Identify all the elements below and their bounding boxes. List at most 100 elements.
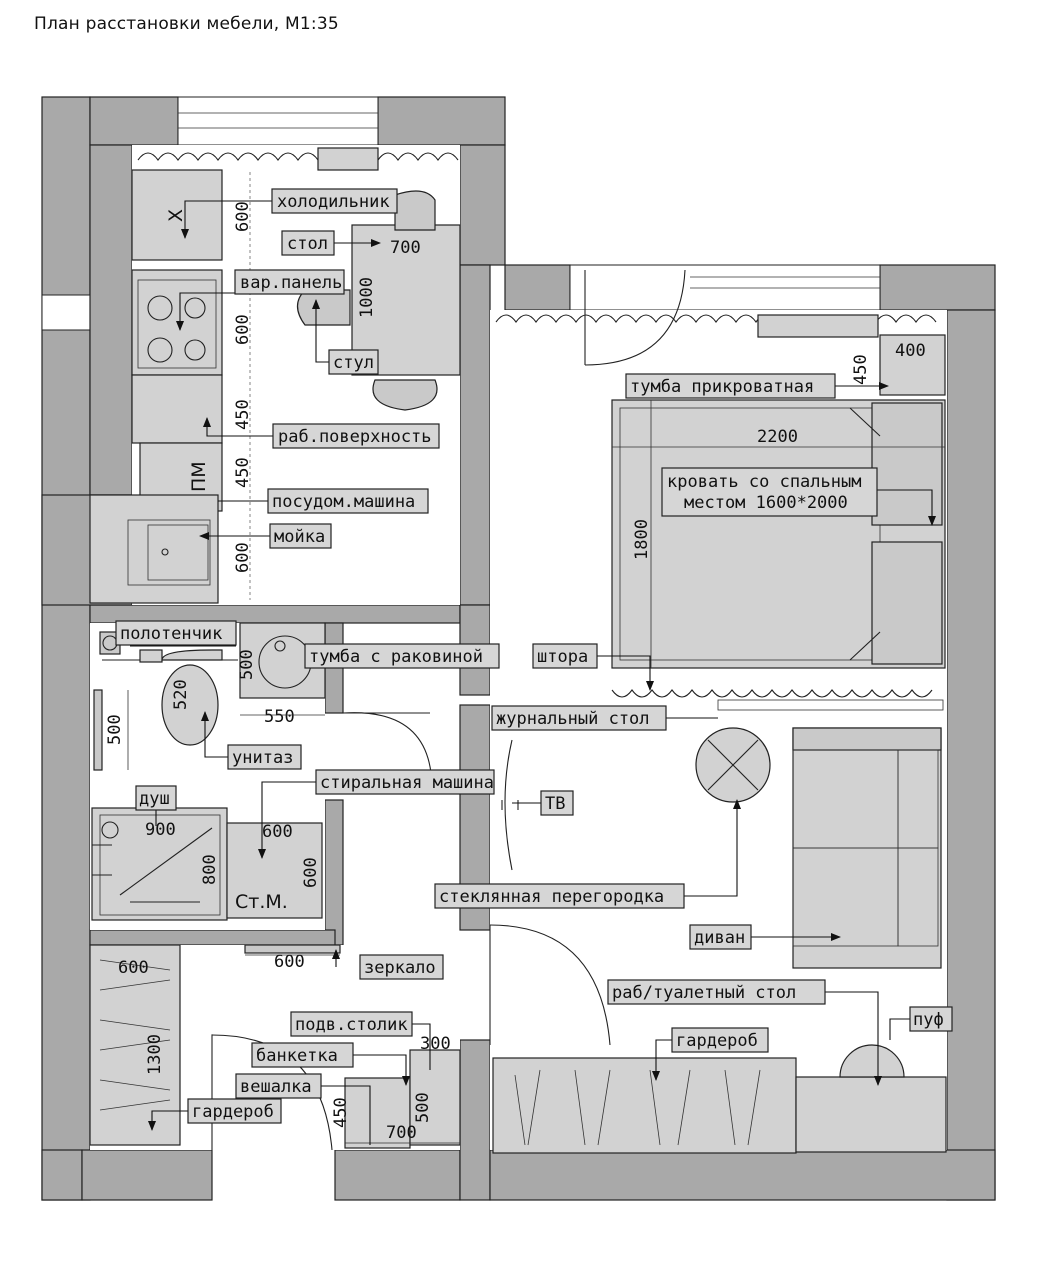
sink-unit <box>89 494 219 604</box>
dim-600-wm-side: 600 <box>301 857 321 888</box>
dim-1800: 1800 <box>632 519 652 560</box>
label-var-panel: вар.панель <box>234 269 345 295</box>
svg-text:раб/туалетный стол: раб/туалетный стол <box>612 983 796 1003</box>
fridge <box>131 169 223 261</box>
shower <box>91 807 228 921</box>
dim-600-mirror: 600 <box>274 952 305 972</box>
svg-text:журнальный стол: журнальный стол <box>496 709 650 729</box>
console-table <box>409 1049 461 1146</box>
dim-520: 520 <box>171 679 191 710</box>
label-garderob-left: гардероб <box>187 1098 282 1124</box>
bathroom: Ст.М. <box>91 622 432 954</box>
svg-text:стиральная машина: стиральная машина <box>320 773 494 793</box>
svg-text:тумба прикроватная: тумба прикроватная <box>630 377 814 397</box>
label-divan: диван <box>689 924 752 950</box>
label-dush: душ <box>135 785 177 811</box>
svg-text:кровать со спальным: кровать со спальным <box>667 472 861 492</box>
desk <box>795 1076 947 1153</box>
dim-600-wm-top: 600 <box>262 822 293 842</box>
dim-550: 550 <box>264 707 295 727</box>
dim-450b: 450 <box>233 457 253 488</box>
label-polotenchik: полотенчик <box>115 620 237 646</box>
label-rab-poverhnost: раб.поверхность <box>272 423 440 449</box>
dim-400: 400 <box>895 341 926 361</box>
svg-text:душ: душ <box>139 789 170 809</box>
kitchen: Х ПМ <box>89 169 461 604</box>
bench <box>344 1077 411 1149</box>
dim-500-ban: 500 <box>413 1092 433 1123</box>
label-stol: стол <box>281 230 335 256</box>
svg-text:мойка: мойка <box>274 527 325 547</box>
svg-text:местом 1600*2000: местом 1600*2000 <box>684 493 848 513</box>
svg-text:диван: диван <box>694 928 745 948</box>
dim-700: 700 <box>390 238 421 258</box>
label-krovat: кровать со спальным местом 1600*2000 <box>661 467 878 517</box>
svg-text:гардероб: гардероб <box>192 1102 274 1122</box>
dim-900: 900 <box>145 820 176 840</box>
label-stul: стул <box>328 349 379 375</box>
label-stiralnaya: стиральная машина <box>315 769 495 795</box>
plan-title: План расстановки мебели, М1:35 <box>34 14 339 34</box>
svg-text:тумба с раковиной: тумба с раковиной <box>309 647 483 667</box>
dim-600-ward: 600 <box>118 958 149 978</box>
label-holodilnik: холодильник <box>271 188 398 214</box>
label-tumba-prikrovatnaya: тумба прикроватная <box>625 373 836 399</box>
svg-text:подв.столик: подв.столик <box>295 1015 408 1035</box>
label-moika: мойка <box>269 523 332 549</box>
svg-text:унитаз: унитаз <box>232 748 293 768</box>
svg-text:гардероб: гардероб <box>676 1031 758 1051</box>
label-zhurnalny-stol: журнальный стол <box>491 705 667 731</box>
svg-text:раб.поверхность: раб.поверхность <box>278 427 432 447</box>
dim-600b: 600 <box>233 314 253 345</box>
dim-1000: 1000 <box>357 277 377 318</box>
dim-600a: 600 <box>233 201 253 232</box>
label-shtora: штора <box>532 643 598 669</box>
svg-text:банкетка: банкетка <box>256 1046 338 1066</box>
svg-text:стол: стол <box>287 234 328 254</box>
dim-2200: 2200 <box>757 427 798 447</box>
labels: холодильник стол вар.панель стул раб.пов… <box>115 188 953 1124</box>
label-puf: пуф <box>909 1006 953 1032</box>
fridge-mark: Х <box>165 209 187 222</box>
hall <box>89 924 611 1151</box>
svg-text:стеклянная перегородка: стеклянная перегородка <box>439 887 664 907</box>
leaders <box>130 200 936 1145</box>
dimensions: 600 600 450 450 600 700 1000 500 550 520… <box>105 201 945 1144</box>
washer-mark: Ст.М. <box>235 891 288 913</box>
dim-1300: 1300 <box>145 1034 165 1075</box>
svg-text:полотенчик: полотенчик <box>120 624 222 644</box>
label-veshalka: вешалка <box>235 1073 322 1099</box>
dim-500-sink: 500 <box>237 649 257 680</box>
label-podv-stolik: подв.столик <box>290 1011 413 1037</box>
wardrobe-right <box>492 1057 797 1154</box>
label-zerkalo: зеркало <box>359 954 444 980</box>
dim-600c: 600 <box>233 542 253 573</box>
label-tumba-rakovina: тумба с раковиной <box>304 643 500 669</box>
dim-500-towel: 500 <box>105 714 125 745</box>
svg-text:пуф: пуф <box>913 1010 944 1030</box>
label-posudom: посудом.машина <box>267 488 429 514</box>
label-rab-stol: раб/туалетный стол <box>607 979 826 1005</box>
svg-text:вар.панель: вар.панель <box>240 273 342 293</box>
dim-450-ban: 450 <box>331 1097 351 1128</box>
bedroom <box>492 269 947 1154</box>
hob <box>131 269 223 376</box>
chair-bottom <box>372 379 438 411</box>
curtains <box>137 147 937 698</box>
svg-text:вешалка: вешалка <box>240 1077 312 1097</box>
chair-left <box>296 289 351 326</box>
label-tv: ТВ <box>540 790 574 816</box>
label-steklyannaya: стеклянная перегородка <box>434 883 685 909</box>
dim-450-tumba: 450 <box>851 354 871 385</box>
dim-800: 800 <box>200 854 220 885</box>
label-unitaz: унитаз <box>227 744 302 770</box>
worktop <box>131 374 223 444</box>
nightstand <box>879 334 946 396</box>
dim-700-ban: 700 <box>386 1123 417 1143</box>
washing-machine <box>226 822 323 919</box>
toilet <box>161 664 219 746</box>
dim-450a: 450 <box>233 399 253 430</box>
svg-text:зеркало: зеркало <box>364 958 436 978</box>
dim-300: 300 <box>420 1034 451 1054</box>
